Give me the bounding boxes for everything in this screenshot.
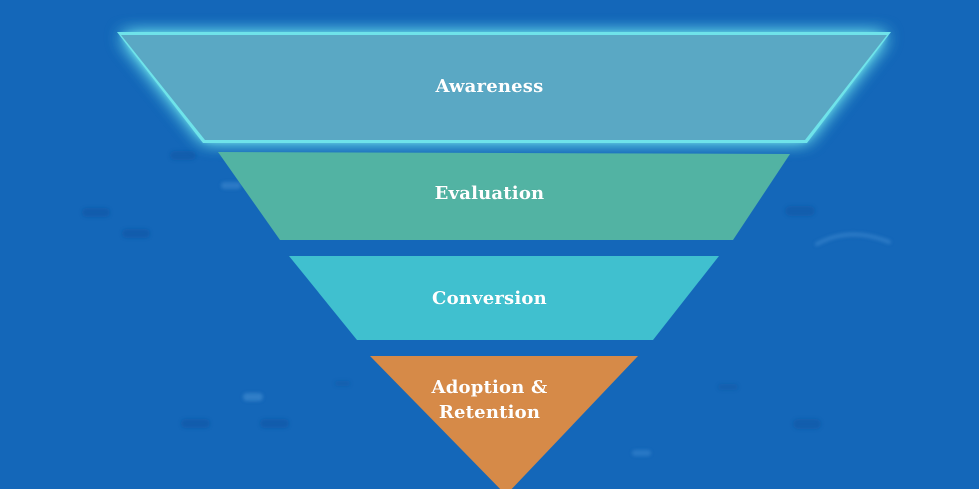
decoration-dash: [632, 450, 651, 456]
funnel-stage-evaluation[interactable]: [218, 152, 790, 240]
funnel-stage-label-evaluation: Evaluation: [434, 183, 545, 204]
decoration-dash: [243, 393, 263, 401]
decoration-dash: [170, 151, 196, 160]
funnel-stage-conversion[interactable]: [289, 256, 719, 340]
decoration-dash: [221, 182, 241, 189]
decoration-dash: [335, 381, 350, 386]
decoration-dash: [718, 384, 738, 390]
decoration-dash: [260, 419, 289, 428]
background-decorations: [82, 151, 891, 456]
decoration-wave: [815, 232, 891, 246]
decoration-dash: [793, 419, 821, 429]
decoration-dash: [181, 419, 210, 428]
funnel-stage-label-conversion: Conversion: [432, 288, 547, 309]
decoration-dash: [82, 208, 110, 217]
decoration-dash: [122, 229, 150, 238]
decoration-dash: [785, 206, 815, 216]
funnel-stage-awareness[interactable]: [121, 35, 887, 140]
funnel-stage-adoption-retention[interactable]: [370, 356, 638, 489]
funnel-stage-label-adoption-retention: Adoption & Retention: [431, 377, 548, 423]
funnel-stage-label-awareness: Awareness: [435, 76, 544, 97]
